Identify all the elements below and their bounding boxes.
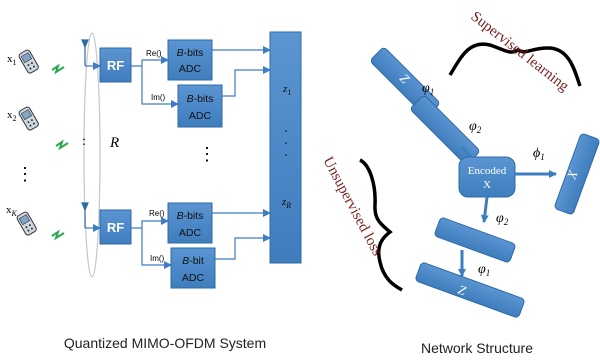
wireless-signal-icon (51, 229, 65, 241)
user-k-label: xK (6, 204, 18, 218)
user-2: x2 (7, 106, 69, 151)
rf-block-bottom (99, 209, 132, 245)
rf-chain-top: RF Re() Im() B-bits ADC B-bits ADC (85, 39, 271, 128)
adc-block (170, 247, 216, 289)
antenna-icon (81, 202, 89, 228)
user-2-label: x2 (7, 109, 17, 123)
supervised-learning-label: Supervised learning (468, 9, 572, 96)
antenna-count-label: R (109, 135, 119, 151)
antenna-icon (81, 39, 89, 66)
phone-icon (18, 49, 39, 74)
antenna-array: : R (81, 32, 119, 278)
real-part-label: Re() (146, 49, 162, 58)
user-1-label: x1 (7, 53, 17, 67)
right-caption: Network Structure (421, 340, 533, 356)
user-k: xK (6, 204, 65, 241)
adc-bits-label: B-bits (187, 93, 214, 105)
encoded-label: Encoded (468, 165, 507, 177)
wireless-signal-icon (55, 139, 69, 151)
output-layer-x (554, 133, 600, 215)
encoded-x-label: X (483, 179, 491, 191)
adc-bits-label: B-bits (177, 47, 204, 59)
antenna-ellipsis: : (82, 134, 86, 149)
reconstructed-layer-z (415, 262, 525, 318)
z1-label: z1 (282, 83, 291, 97)
output-vector: z1 . . . zR (269, 31, 302, 264)
rf-block-top (99, 47, 132, 83)
real-part-label: Re() (149, 209, 165, 218)
rf-chain-bottom: RF Re() Im() B-bits ADC B-bit ADC (85, 202, 271, 289)
imag-part-label: Im() (151, 93, 166, 102)
phi-output-label: ϕ1 (533, 146, 545, 162)
wireless-signal-icon (51, 63, 65, 75)
decoder-hidden-layer (434, 217, 516, 263)
adc-label: ADC (179, 63, 202, 75)
imag-part-label: Im() (150, 254, 165, 263)
adc-bits-label: B-bit (182, 255, 204, 267)
adc-block (167, 39, 213, 81)
adc-block (167, 202, 213, 244)
encoded-x-node (458, 156, 516, 198)
zr-label: zR (281, 196, 291, 210)
adc-label: ADC (179, 227, 202, 239)
network-structure: Z φ1 φ2 Encoded X ϕ1 X φ2 φ1 Z Supervise… (319, 9, 600, 356)
phi1-decoder-label: φ1 (478, 262, 490, 278)
phi1-encoder-label: φ1 (422, 81, 434, 97)
adc-ellipsis: ⋮ (198, 144, 216, 164)
adc-block (177, 84, 223, 128)
phi2-decoder-label: φ2 (496, 211, 509, 227)
phone-icon (18, 106, 39, 131)
z-dot: . (284, 145, 288, 160)
mimo-ofdm-system: x1 x2 ⋮ xK (6, 31, 302, 351)
z-dot: . (284, 133, 288, 148)
adc-label: ADC (182, 272, 205, 284)
unsupervised-brace (359, 158, 403, 292)
rf-label-bottom: RF (107, 220, 124, 235)
phi2-encoder-label: φ2 (469, 119, 482, 135)
adc-bits-label: B-bits (177, 210, 204, 222)
supervised-brace (448, 42, 582, 87)
phone-icon (16, 211, 37, 236)
left-caption: Quantized MIMO-OFDM System (64, 335, 266, 351)
rf-label-top: RF (107, 58, 124, 73)
user-ellipsis: ⋮ (16, 164, 34, 184)
adc-label: ADC (189, 110, 212, 122)
z-dot: . (284, 121, 288, 136)
antenna-array-outline (83, 32, 101, 278)
user-1: x1 (7, 49, 65, 75)
z-vector-block (269, 31, 302, 264)
